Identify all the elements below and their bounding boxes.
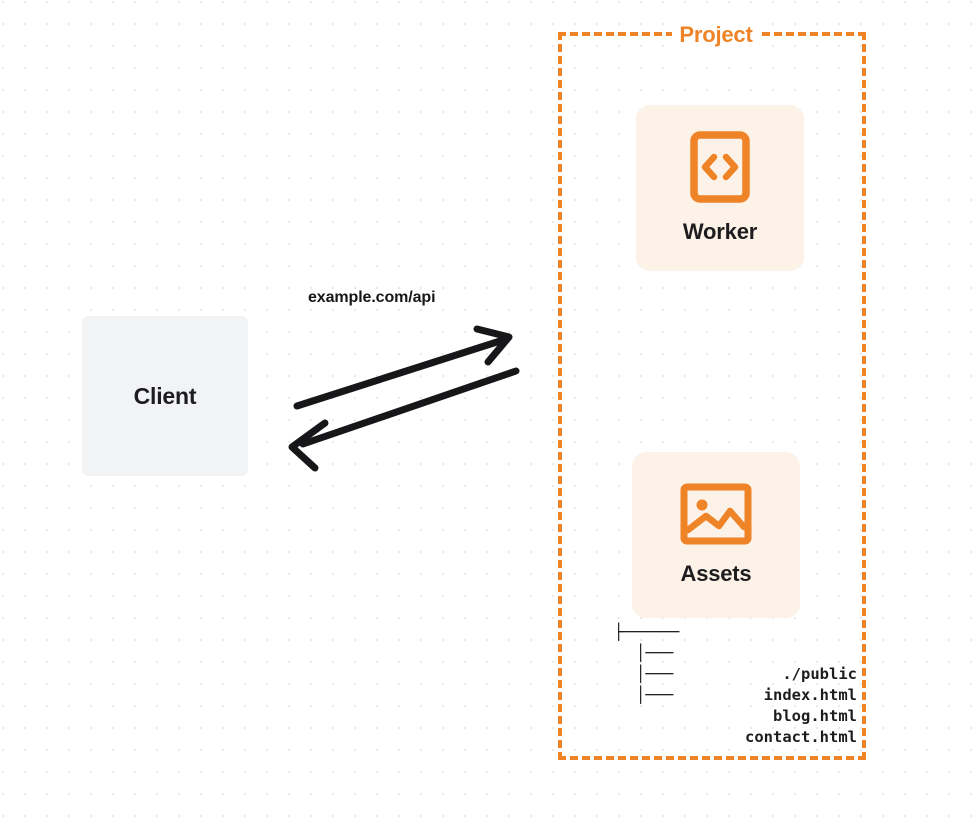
client-node-label: Client [133, 382, 197, 409]
file-tree-item-label: index.html [763, 686, 857, 704]
file-tree-root-row: ├────── ./public [614, 622, 860, 683]
file-tree-item-row: │─── contact.html [614, 685, 860, 746]
file-tree-root-label: ./public [782, 665, 857, 683]
worker-node-label: Worker [682, 219, 758, 244]
project-group: Project Worker Assets [558, 22, 866, 760]
response-arrow [288, 367, 520, 472]
file-tree-item-row: │─── blog.html [614, 664, 860, 725]
tree-branch-glyph: │─── [636, 686, 674, 704]
tree-branch-glyph: │─── [636, 644, 674, 662]
request-arrow [293, 325, 513, 410]
tree-branch-glyph: │─── [636, 665, 674, 683]
assets-node-label: Assets [680, 561, 752, 586]
client-node[interactable]: Client [82, 316, 248, 476]
worker-node[interactable]: Worker [636, 105, 804, 271]
project-group-label-text: Project [672, 22, 760, 48]
image-picture-icon [680, 483, 752, 545]
file-tree-item-label: blog.html [773, 707, 857, 725]
file-tree-item-row: │─── index.html [614, 643, 860, 704]
assets-node[interactable]: Assets [632, 452, 800, 618]
code-brackets-icon [690, 131, 750, 203]
assets-file-tree: ├────── ./public │─── index.html │─── bl… [614, 622, 860, 746]
file-tree-item-label: contact.html [745, 728, 857, 746]
project-group-label: Project [562, 22, 870, 48]
tree-branch-glyph: ├────── [614, 623, 680, 641]
connection-url-label: example.com/api [308, 289, 436, 306]
